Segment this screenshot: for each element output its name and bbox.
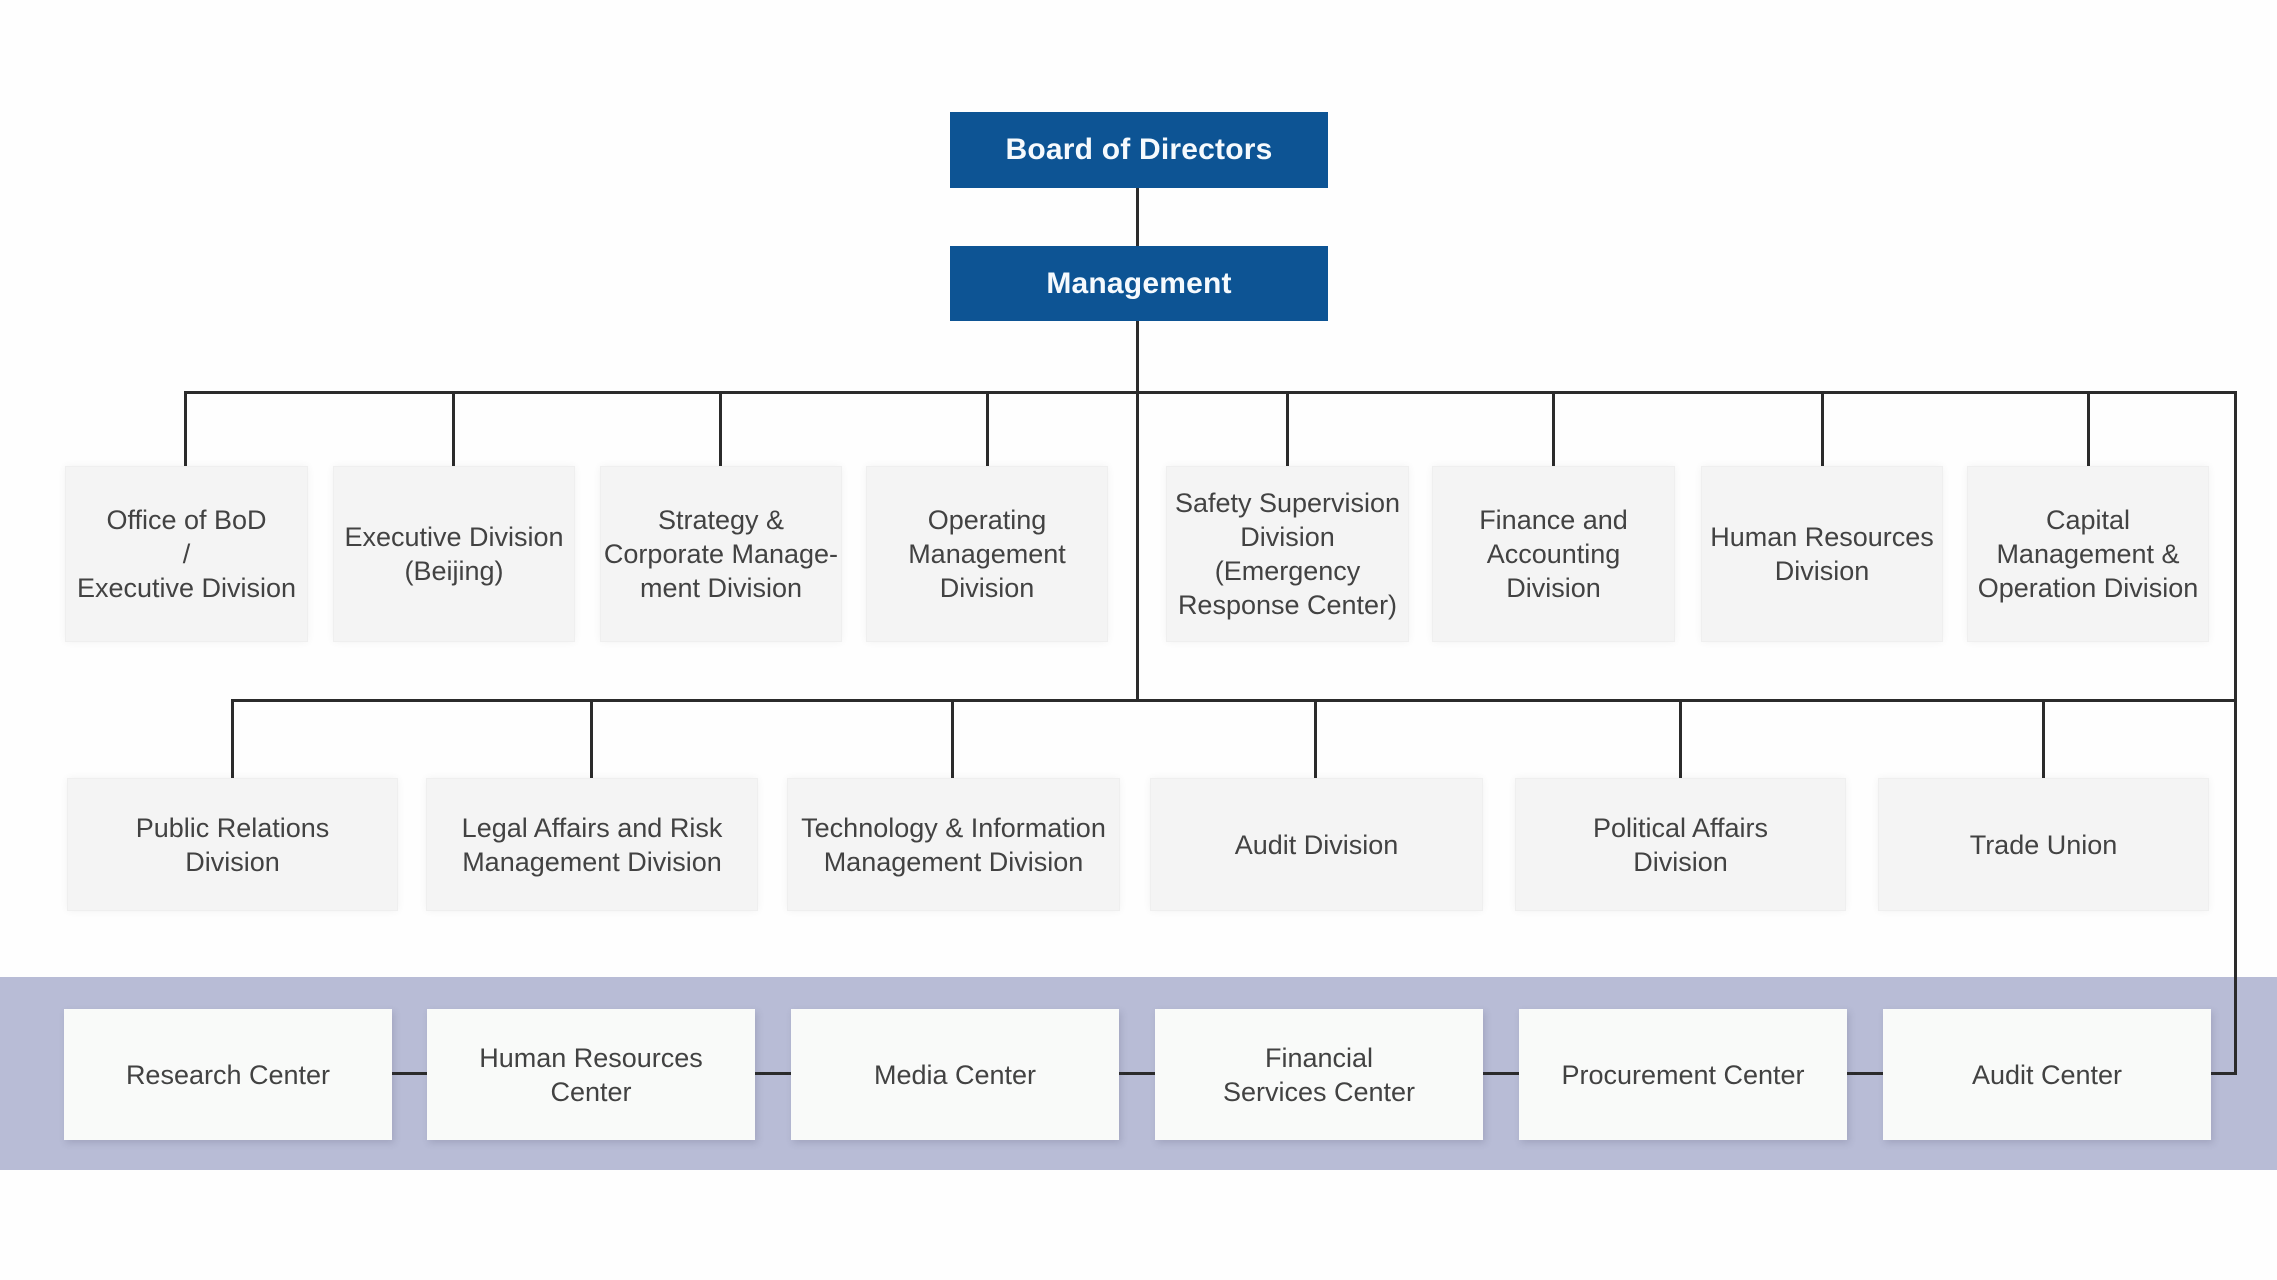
node-human-resources-division: Human Resources Division: [1701, 466, 1943, 642]
connector-centers-link: [392, 1072, 427, 1075]
node-label: Media Center: [873, 1059, 1037, 1090]
connector-drop-row1: [986, 391, 989, 466]
node-label: Office of BoD / Executive Division: [76, 505, 297, 603]
node-audit-division: Audit Division: [1150, 778, 1483, 911]
node-label: Board of Directors: [1005, 133, 1273, 166]
connector-bus-row2: [233, 699, 2237, 702]
connector-drop-row2: [2042, 699, 2045, 778]
connector-management-stem: [1136, 321, 1139, 702]
node-label: Safety Supervision Division (Emergency R…: [1174, 488, 1401, 620]
connector-drop-row2: [1314, 699, 1317, 778]
node-label: Legal Affairs and Risk Management Divisi…: [461, 812, 723, 877]
node-operating-management-division: Operating Management Division: [866, 466, 1108, 642]
connector-centers-link: [1847, 1072, 1883, 1075]
node-safety-supervision-division: Safety Supervision Division (Emergency R…: [1166, 466, 1409, 642]
node-label: Research Center: [125, 1059, 331, 1090]
node-management: Management: [950, 246, 1328, 321]
node-capital-management-operation-division: Capital Management & Operation Division: [1967, 466, 2209, 642]
node-label: Public Relations Division: [135, 812, 330, 877]
node-research-center: Research Center: [64, 1009, 392, 1140]
node-strategy-corporate-management-division: Strategy & Corporate Manage- ment Divisi…: [600, 466, 842, 642]
node-label: Operating Management Division: [908, 505, 1066, 603]
connector-drop-row1: [1552, 391, 1555, 466]
node-financial-services-center: Financial Services Center: [1155, 1009, 1483, 1140]
node-political-affairs-division: Political Affairs Division: [1515, 778, 1846, 911]
node-label: Finance and Accounting Division: [1479, 505, 1628, 603]
node-board-of-directors: Board of Directors: [950, 112, 1328, 188]
node-label: Human Resources Center: [479, 1042, 703, 1107]
connector-centers-link: [755, 1072, 791, 1075]
connector-drop-row1: [2087, 391, 2090, 466]
node-human-resources-center: Human Resources Center: [427, 1009, 755, 1140]
node-label: Strategy & Corporate Manage- ment Divisi…: [603, 505, 839, 603]
node-public-relations-division: Public Relations Division: [67, 778, 398, 911]
connector-drop-row1: [1821, 391, 1824, 466]
node-audit-center: Audit Center: [1883, 1009, 2211, 1140]
node-label: Audit Division: [1234, 829, 1399, 860]
connector-bus-row1: [186, 391, 2237, 394]
connector-drop-row2: [231, 699, 234, 778]
node-executive-division-beijing: Executive Division (Beijing): [333, 466, 575, 642]
connector-board-to-management: [1136, 188, 1139, 246]
node-legal-affairs-risk-management-division: Legal Affairs and Risk Management Divisi…: [426, 778, 758, 911]
connector-drop-row1: [452, 391, 455, 466]
node-label: Technology & Information Management Divi…: [801, 812, 1106, 877]
connector-drop-row1: [1286, 391, 1289, 466]
node-label: Political Affairs Division: [1592, 812, 1769, 877]
connector-centers-link: [1119, 1072, 1155, 1075]
connector-drop-row1: [719, 391, 722, 466]
connector-drop-row2: [1679, 699, 1682, 778]
node-finance-accounting-division: Finance and Accounting Division: [1432, 466, 1675, 642]
node-label: Trade Union: [1969, 829, 2118, 860]
connector-drop-row2: [590, 699, 593, 778]
node-trade-union: Trade Union: [1878, 778, 2209, 911]
node-label: Audit Center: [1971, 1059, 2123, 1090]
node-office-of-bod-executive-division: Office of BoD / Executive Division: [65, 466, 308, 642]
connector-drop-row2: [951, 699, 954, 778]
node-technology-information-management-division: Technology & Information Management Divi…: [787, 778, 1120, 911]
node-label: Executive Division (Beijing): [344, 522, 564, 586]
node-label: Human Resources Division: [1710, 522, 1934, 586]
node-label: Procurement Center: [1561, 1059, 1805, 1090]
node-media-center: Media Center: [791, 1009, 1119, 1140]
connector-right-vertical: [2234, 391, 2237, 1075]
connector-drop-row1: [184, 391, 187, 466]
node-procurement-center: Procurement Center: [1519, 1009, 1847, 1140]
connector-elbow-audit-center: [2211, 1072, 2237, 1075]
connector-centers-link: [1483, 1072, 1519, 1075]
node-label: Capital Management & Operation Division: [1977, 505, 2199, 603]
node-label: Management: [1046, 266, 1232, 300]
node-label: Financial Services Center: [1222, 1042, 1416, 1107]
